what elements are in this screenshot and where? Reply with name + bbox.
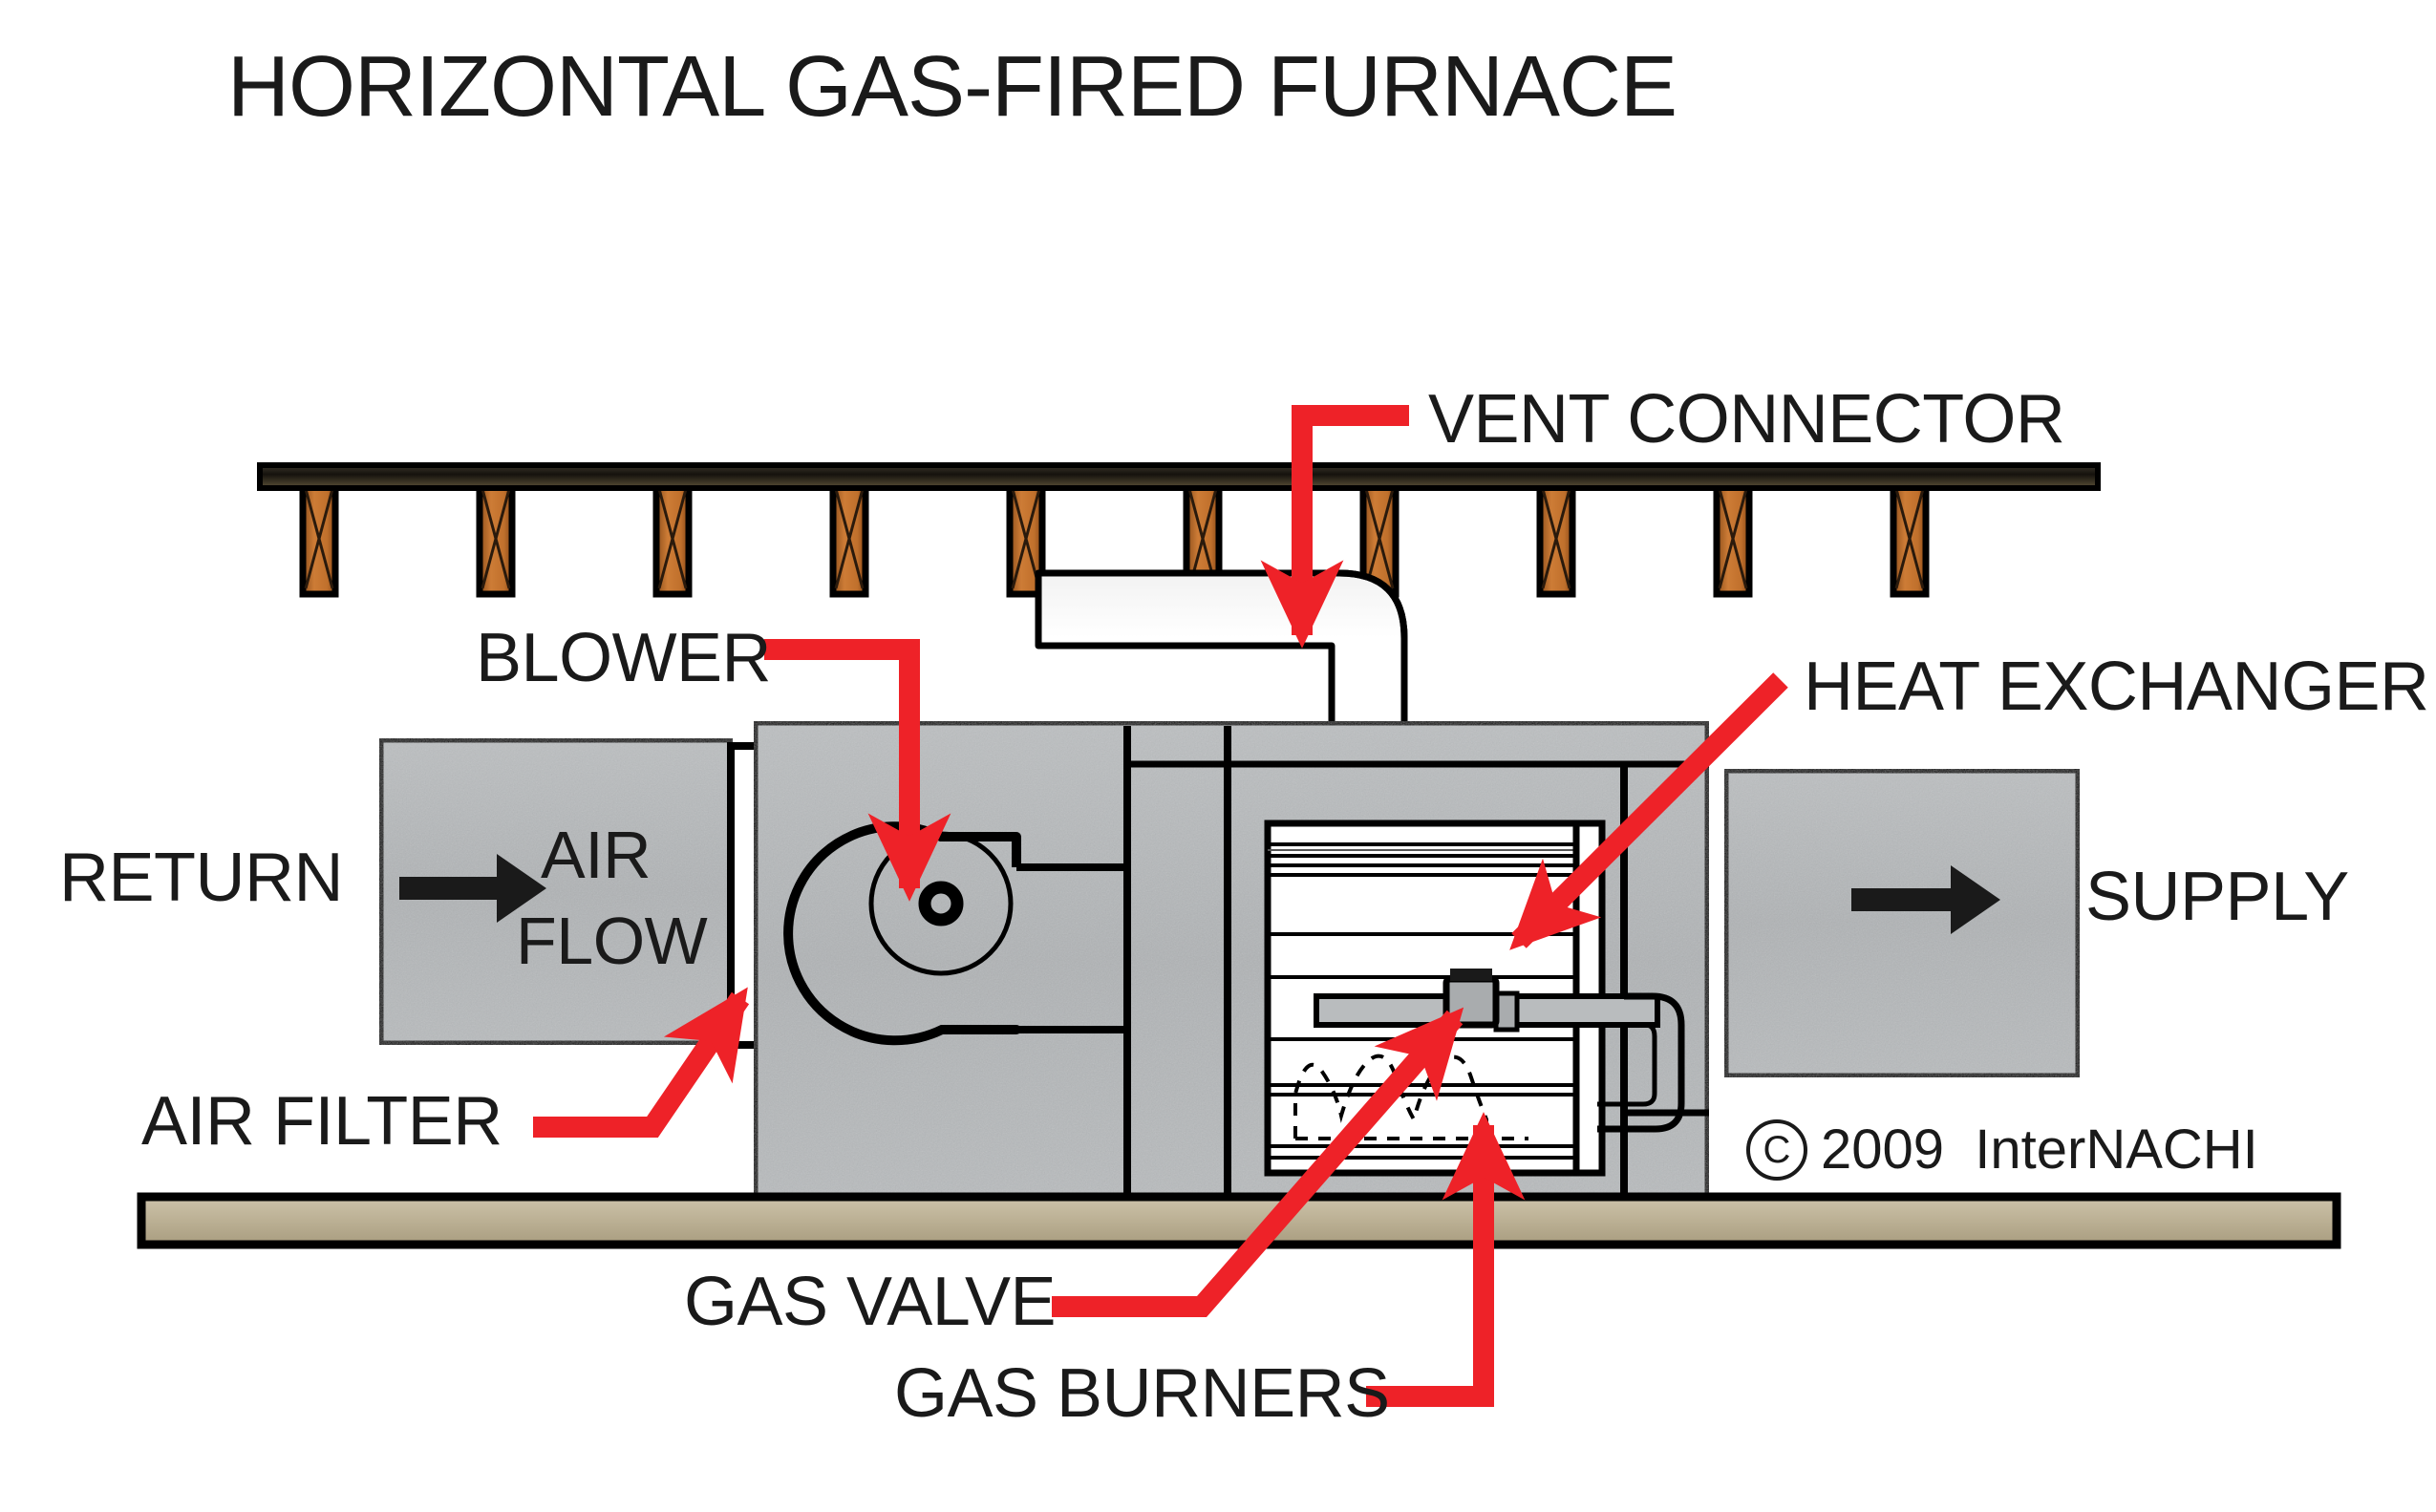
supply-duct [1720, 764, 2084, 1082]
gas-burners-callout [1366, 1112, 1526, 1407]
furnace-cabinet [749, 716, 1714, 1205]
ceiling-beam [257, 462, 2101, 491]
label-return: RETURN [59, 840, 344, 916]
copyright-notice: C 2009 InterNACHI [1746, 1118, 2258, 1182]
copyright-icon: C [1746, 1118, 1807, 1181]
heat-exchanger-callout [1509, 672, 1788, 950]
copyright-text: 2009 InterNACHI [1821, 1118, 2258, 1181]
label-gas-burners: GAS BURNERS [894, 1355, 1390, 1432]
callout-arrows [533, 405, 1788, 1407]
air-filter-callout [533, 987, 750, 1138]
duct-label-flow: FLOW [516, 904, 708, 978]
vent-connector-callout [1260, 405, 1409, 649]
label-blower: BLOWER [476, 620, 772, 696]
floor-slab [137, 1192, 2341, 1249]
label-supply: SUPPLY [2085, 859, 2349, 935]
label-heat-exchanger: HEAT EXCHANGER [1804, 649, 2429, 725]
supply-airflow-arrow [1851, 865, 2000, 934]
label-gas-valve: GAS VALVE [684, 1264, 1057, 1340]
page-title: HORIZONTAL GAS-FIRED FURNACE [227, 39, 1677, 135]
label-vent-connector: VENT CONNECTOR [1428, 381, 2065, 458]
return-airflow-arrow [399, 854, 546, 923]
duct-label-air: AIR [541, 818, 652, 892]
label-air-filter: AIR FILTER [141, 1083, 502, 1160]
blower-callout [764, 639, 951, 902]
gas-valve-callout [1052, 1007, 1464, 1317]
